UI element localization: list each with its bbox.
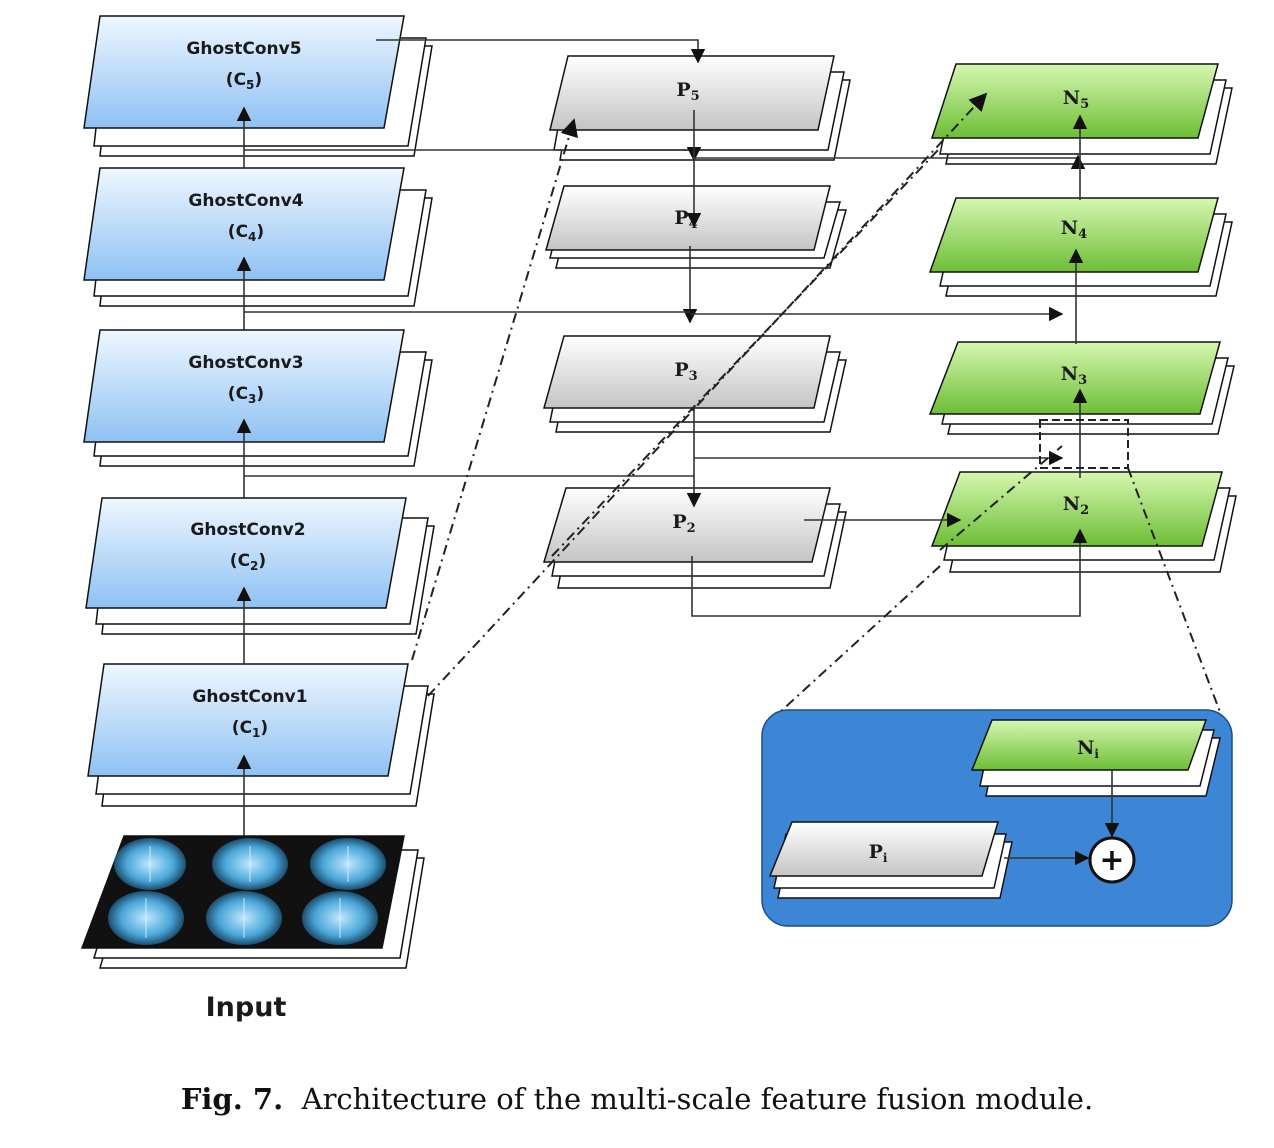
arrow-c5-p5 bbox=[376, 39, 706, 64]
n4-layer: N4 bbox=[928, 197, 1233, 297]
input-label: Input bbox=[206, 992, 287, 1023]
figure-caption: Fig. 7. Architecture of the multi-scale … bbox=[0, 1082, 1274, 1116]
n4-label: N4 bbox=[1061, 217, 1087, 242]
dash-zoom-left bbox=[779, 565, 941, 713]
p2-layer: P2 bbox=[542, 487, 847, 589]
backbone-column: GhostConv5 (C5) GhostConv4 (C4) GhostCon… bbox=[83, 15, 435, 807]
add-operator-icon: + bbox=[1088, 836, 1136, 884]
dash-c1-p5 bbox=[411, 118, 578, 661]
dash-n2-n3 bbox=[939, 445, 1063, 551]
n5-layer: N5 bbox=[930, 63, 1233, 165]
detail-pi-label: Pi bbox=[869, 841, 888, 865]
ghostconv4-layer: GhostConv4 (C4) bbox=[83, 167, 433, 307]
n5-label: N5 bbox=[1063, 87, 1089, 112]
p3-layer: P3 bbox=[543, 335, 847, 433]
ghostconv4-label: GhostConv4 bbox=[188, 191, 303, 211]
ghostconv3-label: GhostConv3 bbox=[188, 353, 303, 373]
ghostconv1-sub: (C1) bbox=[232, 718, 268, 740]
add-operator-symbol: + bbox=[1099, 843, 1124, 878]
ghostconv4-sub: (C4) bbox=[228, 222, 264, 244]
ghostconv5-label: GhostConv5 bbox=[186, 39, 301, 59]
dash-c1-n5 bbox=[427, 92, 988, 697]
p-column: P5 P4 P3 P2 bbox=[542, 55, 851, 589]
mri-slices bbox=[108, 838, 386, 945]
caption-prefix: Fig. 7. bbox=[180, 1082, 284, 1116]
detail-pi-layer: Pi bbox=[768, 821, 1013, 899]
ghostconv1-layer: GhostConv1 (C1) bbox=[87, 663, 435, 807]
detail-ni-layer: Ni bbox=[970, 719, 1221, 797]
caption-text: Architecture of the multi-scale feature … bbox=[301, 1082, 1094, 1116]
ghostconv2-sub: (C2) bbox=[230, 551, 266, 573]
zoom-box bbox=[1039, 419, 1129, 469]
flow-arrows bbox=[236, 39, 1088, 836]
detail-ni-label: Ni bbox=[1077, 737, 1099, 761]
dashed-paths bbox=[411, 92, 1221, 713]
ghostconv5-layer: GhostConv5 (C5) bbox=[83, 15, 433, 157]
p4-layer: P4 bbox=[545, 185, 847, 269]
ghostconv2-layer: GhostConv2 (C2) bbox=[85, 497, 435, 635]
detail-panel: Ni Pi + bbox=[761, 709, 1233, 927]
ghostconv3-sub: (C3) bbox=[228, 384, 264, 406]
n2-layer: N2 bbox=[930, 471, 1237, 573]
n3-layer: N3 bbox=[928, 341, 1235, 435]
input-image-stack: Input bbox=[80, 835, 425, 1023]
dash-p2-n5 bbox=[551, 147, 941, 557]
p5-layer: P5 bbox=[549, 55, 851, 161]
n-column: N5 N4 N3 N2 bbox=[928, 63, 1237, 573]
p2-label: P2 bbox=[672, 511, 695, 536]
p5-label: P5 bbox=[676, 79, 699, 104]
ghostconv2-label: GhostConv2 bbox=[190, 520, 305, 540]
ghostconv1-label: GhostConv1 bbox=[192, 687, 307, 707]
p3-label: P3 bbox=[674, 359, 697, 384]
n3-label: N3 bbox=[1061, 363, 1087, 388]
ghostconv3-layer: GhostConv3 (C3) bbox=[83, 329, 433, 467]
ghostconv5-sub: (C5) bbox=[226, 70, 262, 92]
n2-label: N2 bbox=[1063, 493, 1089, 518]
